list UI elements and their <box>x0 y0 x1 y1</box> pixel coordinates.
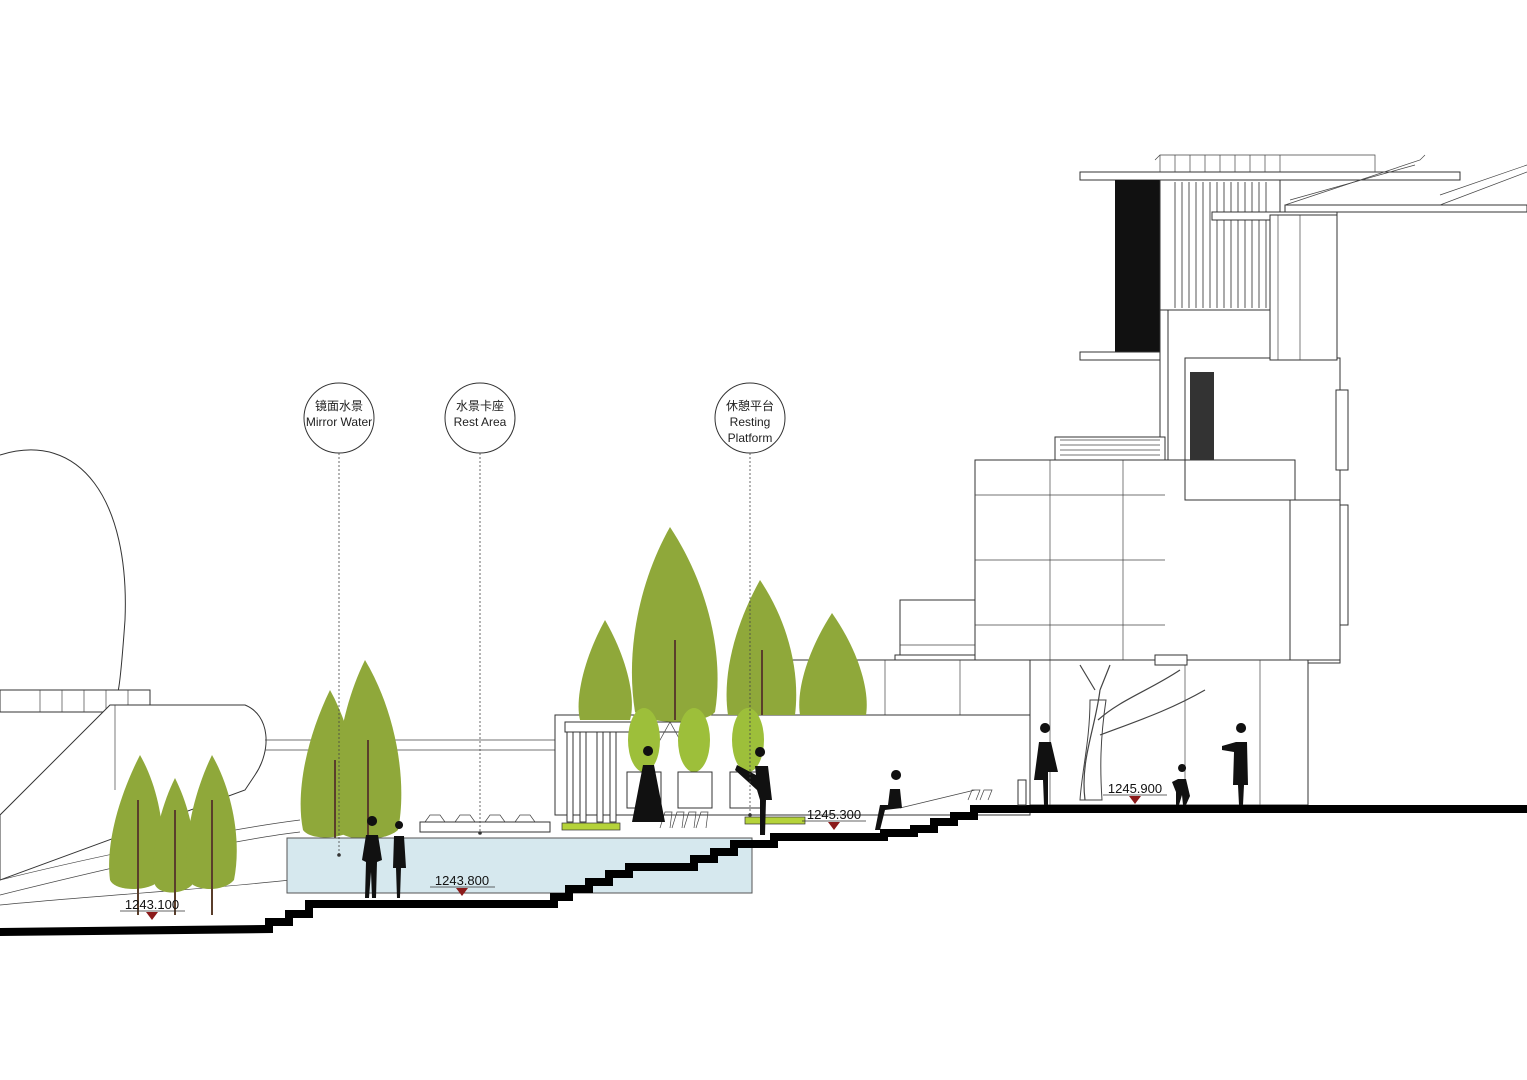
tree <box>726 580 797 715</box>
people <box>362 723 1248 898</box>
elevation-label: 1245.300 <box>807 807 861 822</box>
potted-shrub <box>628 708 660 772</box>
person-silhouette <box>393 821 406 898</box>
person-silhouette <box>1034 723 1058 805</box>
person-silhouette <box>1222 723 1248 805</box>
callout-label-zh: 镜面水景 <box>315 398 363 413</box>
elevation-label: 1243.800 <box>435 873 489 888</box>
elevation-marker: 1243.800 <box>430 873 495 896</box>
elevation-label: 1243.100 <box>125 897 179 912</box>
elevation-marker: 1245.900 <box>1103 781 1167 804</box>
elevation-label: 1245.900 <box>1108 781 1162 796</box>
callout-rest-area: 水景卡座 Rest Area <box>444 382 516 835</box>
elevation-marker: 1243.100 <box>120 897 185 920</box>
callout-resting-platform: 休憩平台 Resting Platform <box>714 382 786 817</box>
tree <box>109 755 164 889</box>
callout-label-zh: 水景卡座 <box>456 398 504 413</box>
tree <box>799 613 867 715</box>
callout-label-en: Resting <box>730 415 771 429</box>
left-background-building <box>0 449 560 906</box>
benches <box>561 789 993 831</box>
tree <box>631 527 718 722</box>
person-silhouette <box>362 816 382 898</box>
main-building <box>734 154 1527 806</box>
person-silhouette <box>735 747 772 835</box>
potted-shrub <box>732 708 764 772</box>
potted-shrub <box>678 708 710 772</box>
callout-label-zh: 休憩平台 <box>726 398 774 413</box>
callout-mirror-water: 镜面水景 Mirror Water <box>303 382 375 857</box>
elevation-marker: 1245.300 <box>802 807 866 830</box>
person-silhouette <box>1172 764 1190 805</box>
person-silhouette <box>632 746 665 822</box>
trees <box>109 527 867 915</box>
person-silhouette <box>875 770 902 830</box>
callout-label-en-line2: Platform <box>728 431 773 445</box>
ground-profile <box>0 805 1527 936</box>
callout-label-en: Mirror Water <box>306 415 372 429</box>
callout-label-en: Rest Area <box>454 415 507 429</box>
tree <box>578 620 632 720</box>
podium-and-pergola <box>554 714 1031 823</box>
